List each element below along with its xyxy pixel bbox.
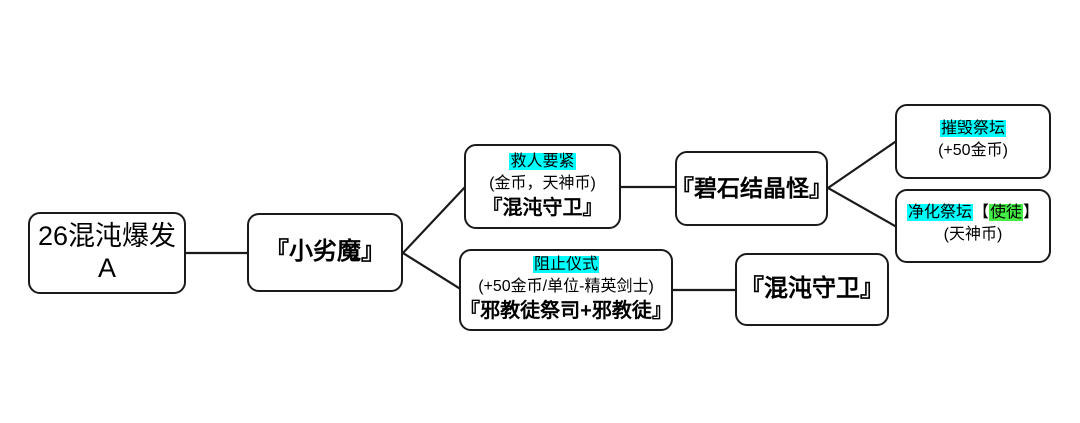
node-option-stop-ritual-heading: 阻止仪式 <box>532 256 599 275</box>
highlight-green-label: 使徒 <box>989 204 1024 222</box>
node-option-destroy-altar-reward: (+50金币) <box>938 141 1008 159</box>
node-chaos-guard[interactable]: 『混沌守卫』 <box>735 253 889 326</box>
node-option-stop-ritual[interactable]: 阻止仪式 (+50金币/单位-精英剑士) 『邪教徒祭司+邪教徒』 <box>459 249 673 331</box>
node-jade-crystal-beast-title: 『碧石结晶怪』 <box>671 174 832 201</box>
node-option-purify-altar-heading: 净化祭坛【使徒】 <box>906 204 1040 223</box>
node-lesser-demon[interactable]: 『小劣魔』 <box>247 213 403 292</box>
highlight-cyan-label: 阻止仪式 <box>532 256 599 274</box>
node-option-purify-altar-reward: (天神币) <box>943 226 1003 243</box>
edge-crystal-destroy <box>826 140 897 190</box>
node-option-stop-ritual-unit: 『邪教徒祭司+邪教徒』 <box>460 300 672 323</box>
bracket-open: 【 <box>972 204 989 222</box>
highlight-cyan-label: 摧毁祭坛 <box>939 119 1006 137</box>
highlight-cyan-label: 净化祭坛 <box>906 204 973 222</box>
node-start-chaos-outbreak[interactable]: 26混沌爆发 A <box>28 212 186 294</box>
node-option-save-people-unit: 『混沌守卫』 <box>482 196 603 219</box>
node-option-destroy-altar-heading: 摧毁祭坛 <box>939 119 1006 139</box>
node-option-save-people[interactable]: 救人要紧 (金币，天神币) 『混沌守卫』 <box>464 144 621 229</box>
edge-imp-ritual <box>401 251 464 292</box>
node-option-destroy-altar[interactable]: 摧毁祭坛 (+50金币) <box>895 104 1051 179</box>
edge-imp-rescue <box>401 185 467 255</box>
node-option-stop-ritual-reward: (+50金币/单位-精英剑士) <box>478 278 654 296</box>
node-option-save-people-heading: 救人要紧 <box>509 152 576 172</box>
node-option-purify-altar[interactable]: 净化祭坛【使徒】 (天神币) <box>895 189 1051 263</box>
bracket-close: 】 <box>1023 204 1040 222</box>
node-start-line1: 26混沌爆发 <box>37 221 177 252</box>
edge-crystal-purify <box>826 186 897 228</box>
node-start-line2: A <box>97 253 116 283</box>
node-lesser-demon-title: 『小劣魔』 <box>265 238 385 266</box>
node-chaos-guard-title: 『混沌守卫』 <box>740 275 884 303</box>
highlight-cyan-label: 救人要紧 <box>509 152 576 170</box>
node-option-save-people-reward: (金币，天神币) <box>489 174 596 192</box>
node-jade-crystal-beast[interactable]: 『碧石结晶怪』 <box>671 151 832 226</box>
